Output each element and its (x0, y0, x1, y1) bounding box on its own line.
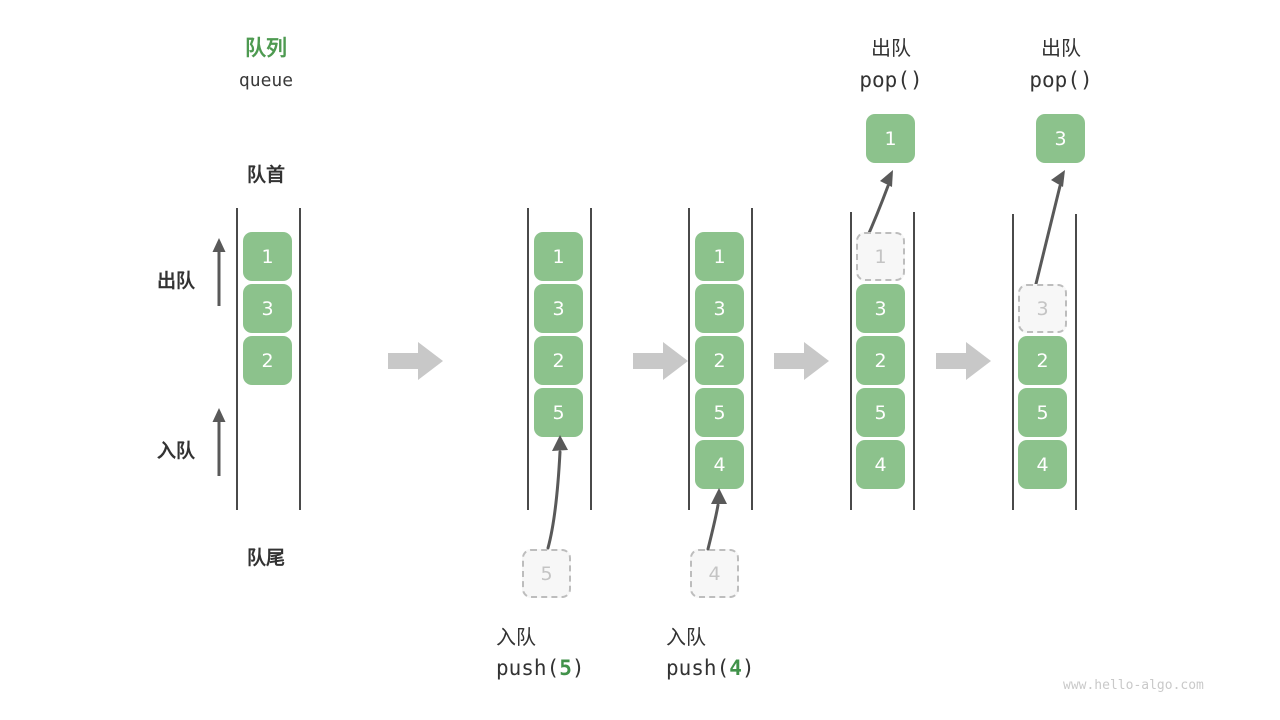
queue-rear-label: 队尾 (246, 547, 285, 569)
queue-cell: 3 (534, 284, 583, 333)
step-header-code: pop() (859, 68, 923, 92)
step-caption-code-suffix: ) (741, 656, 755, 680)
queue-rail-left-step-4 (850, 212, 852, 510)
step-caption-code-prefix: push( (496, 656, 560, 680)
enqueue-motion-arrow-icon (546, 435, 568, 550)
step-caption-code-prefix: push( (666, 656, 730, 680)
queue-rail-right-step-3 (751, 208, 753, 510)
queue-cell: 1 (695, 232, 744, 281)
site-watermark: www.hello-algo.com (1063, 678, 1204, 693)
step-caption-code-value: 5 (559, 656, 572, 680)
queue-front-label: 队首 (246, 164, 285, 186)
step-caption-cn: 入队 (496, 625, 536, 649)
step-caption-cn: 入队 (666, 625, 706, 649)
step-arrow-icon (774, 342, 829, 380)
step-arrow-icon (936, 342, 991, 380)
step-caption-code: push(5) (496, 656, 676, 680)
queue-cell: 5 (695, 388, 744, 437)
step-caption-code-suffix: ) (571, 656, 585, 680)
queue-cell: 5 (1018, 388, 1067, 437)
dequeued-element-ghost: 1 (856, 232, 905, 281)
queue-cell: 2 (534, 336, 583, 385)
queue-cell: 3 (695, 284, 744, 333)
step-header-code: pop() (1029, 68, 1093, 92)
incoming-element-ghost: 4 (690, 549, 739, 598)
queue-rail-left-step-3 (688, 208, 690, 510)
queue-cell: 1 (243, 232, 292, 281)
queue-rail-left-step-2 (527, 208, 529, 510)
popped-element: 3 (1036, 114, 1085, 163)
queue-cell: 4 (695, 440, 744, 489)
queue-cell: 2 (695, 336, 744, 385)
page-title-cn: 队列 (245, 36, 287, 60)
queue-cell: 3 (243, 284, 292, 333)
queue-rail-right-step-1 (299, 208, 301, 510)
queue-cell: 2 (856, 336, 905, 385)
queue-cell: 5 (534, 388, 583, 437)
enqueue-direction-label: 入队 (156, 440, 195, 462)
step-arrow-icon (633, 342, 688, 380)
queue-cell: 5 (856, 388, 905, 437)
popped-element: 1 (866, 114, 915, 163)
step-caption-code: push(4) (666, 656, 846, 680)
queue-cell: 3 (856, 284, 905, 333)
dequeued-element-ghost: 3 (1018, 284, 1067, 333)
enqueue-motion-arrow-icon (706, 488, 727, 551)
page-title-en: queue (238, 70, 294, 91)
dequeue-direction-arrow-icon (212, 238, 226, 306)
queue-cell: 2 (1018, 336, 1067, 385)
enqueue-direction-arrow-icon (212, 408, 226, 476)
step-header-cn: 出队 (1041, 36, 1081, 60)
queue-rail-left-step-1 (236, 208, 238, 510)
step-header-cn: 出队 (871, 36, 911, 60)
queue-rail-right-step-2 (590, 208, 592, 510)
queue-cell: 1 (534, 232, 583, 281)
step-arrow-icon (388, 342, 443, 380)
queue-rail-left-step-5 (1012, 214, 1014, 510)
step-caption-code-value: 4 (729, 656, 742, 680)
queue-cell: 4 (856, 440, 905, 489)
queue-rail-right-step-4 (913, 212, 915, 510)
dequeue-motion-arrow-icon (864, 170, 893, 242)
queue-cell: 2 (243, 336, 292, 385)
dequeue-direction-label: 出队 (156, 270, 195, 292)
queue-rail-right-step-5 (1075, 214, 1077, 510)
incoming-element-ghost: 5 (522, 549, 571, 598)
queue-cell: 4 (1018, 440, 1067, 489)
dequeue-motion-arrow-icon (1032, 170, 1065, 294)
